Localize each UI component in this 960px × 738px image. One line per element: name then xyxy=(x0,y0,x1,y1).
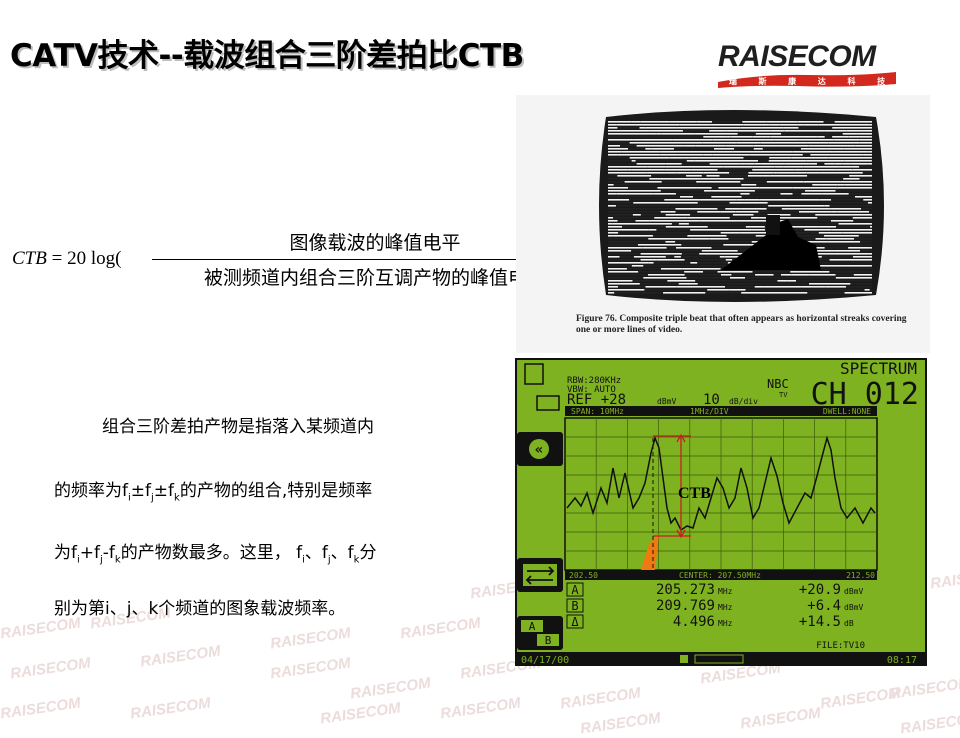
raisecom-watermark: RAISECOM xyxy=(9,654,91,682)
marker-frequency: 4.496 xyxy=(673,614,715,630)
marker-frequency-unit: MHz xyxy=(718,619,733,628)
file-readout: FILE:TV10 xyxy=(816,641,865,651)
marker-frequency-unit: MHz xyxy=(718,603,733,612)
logo-wordmark: RAISECOM xyxy=(718,40,876,74)
raisecom-watermark: RAISECOM xyxy=(399,614,481,642)
ref-unit: dBmV xyxy=(657,397,676,406)
dwell-readout: DWELL:NONE xyxy=(823,407,871,416)
raisecom-watermark: RAISECOM xyxy=(139,642,221,670)
para-line-3: 为fi+fj-fk的产物数最多。这里， fi、fj、fk分 xyxy=(54,538,376,565)
tv-screen-photo: Figure 76. Composite triple beat that of… xyxy=(516,95,930,353)
formula-lhs: CTB = 20 log( xyxy=(12,248,121,270)
raisecom-watermark: RAISECOM xyxy=(439,694,521,722)
logo-char: 康 xyxy=(788,76,796,87)
btn-a-label: A xyxy=(529,620,536,633)
raisecom-watermark: RAISECOM xyxy=(929,564,960,592)
logo-char: 达 xyxy=(818,76,826,87)
marker-label: Δ xyxy=(571,615,579,629)
marker-level: +6.4 xyxy=(807,598,841,614)
marker-frequency: 209.769 xyxy=(656,598,715,614)
x-end: 212.50 xyxy=(846,571,875,580)
logo-char: 瑞 xyxy=(729,76,737,87)
raisecom-logo: RAISECOM 瑞 斯 康 达 科 技 xyxy=(718,40,898,92)
marker-level: +20.9 xyxy=(799,582,841,598)
marker-level-unit: dBmV xyxy=(844,587,863,596)
raisecom-watermark: RAISECOM xyxy=(269,624,351,652)
logo-char: 科 xyxy=(847,76,855,87)
raisecom-watermark: RAISECOM xyxy=(559,684,641,712)
marker-label: A xyxy=(571,583,579,597)
spectrum-analyzer-screen: SPECTRUM RBW:280KHz VBW: AUTO REF +28 dB… xyxy=(515,358,927,666)
back-icon: « xyxy=(535,442,543,458)
raisecom-watermark: RAISECOM xyxy=(269,654,351,682)
photo-caption: Figure 76. Composite triple beat that of… xyxy=(576,314,916,336)
marker-label: B xyxy=(571,599,578,613)
marker-level-unit: dB xyxy=(844,619,854,628)
raisecom-watermark: RAISECOM xyxy=(739,704,821,732)
date-readout: 04/17/00 xyxy=(521,655,569,666)
scale-value: 10 xyxy=(703,392,720,408)
raisecom-watermark: RAISECOM xyxy=(579,709,661,737)
marker-level-unit: dBmV xyxy=(844,603,863,612)
channel-sub: TV xyxy=(779,391,788,399)
logo-char: 技 xyxy=(877,76,885,87)
raisecom-watermark: RAISECOM xyxy=(889,674,960,702)
scale-unit: dB/div xyxy=(729,397,758,406)
marker-frequency-unit: MHz xyxy=(718,587,733,596)
ctb-formula: CTB = 20 log( 图像载波的峰值电平 被测频道内组合三阶互调产物的峰值… xyxy=(12,228,602,292)
battery-icon xyxy=(680,655,688,663)
time-readout: 08:17 xyxy=(887,655,917,666)
para-line-4: 别为第i、j、k个频道的图象载波频率。 xyxy=(54,594,345,619)
slide-title: CATV技术--载波组合三阶差拍比CTB xyxy=(10,30,524,75)
raisecom-watermark: RAISECOM xyxy=(349,674,431,702)
x-center: CENTER: 207.50MHz xyxy=(679,571,761,580)
ref-level: REF +28 xyxy=(567,392,626,408)
div-readout: 1MHz/DIV xyxy=(690,407,729,416)
ctb-annotation: CTB xyxy=(678,485,711,503)
raisecom-watermark: RAISECOM xyxy=(129,694,211,722)
logo-char: 斯 xyxy=(758,76,766,87)
marker-frequency: 205.273 xyxy=(656,582,715,598)
para-line-1: 组合三阶差拍产物是指落入某频道内 xyxy=(102,412,374,437)
channel-network: NBC xyxy=(767,377,789,391)
x-start: 202.50 xyxy=(569,571,598,580)
logo-chinese-name: 瑞 斯 康 达 科 技 xyxy=(718,76,896,87)
para-line-2: 的频率为fi±fj±fk的产物的组合,特别是频率 xyxy=(54,476,372,503)
marker-level: +14.5 xyxy=(799,614,841,630)
span-readout: SPAN: 10MHz xyxy=(571,407,624,416)
btn-b-label: B xyxy=(545,634,552,647)
raisecom-watermark: RAISECOM xyxy=(899,709,960,737)
analyzer-mode-title: SPECTRUM xyxy=(840,359,917,378)
raisecom-watermark: RAISECOM xyxy=(319,699,401,727)
raisecom-watermark: RAISECOM xyxy=(0,694,82,722)
